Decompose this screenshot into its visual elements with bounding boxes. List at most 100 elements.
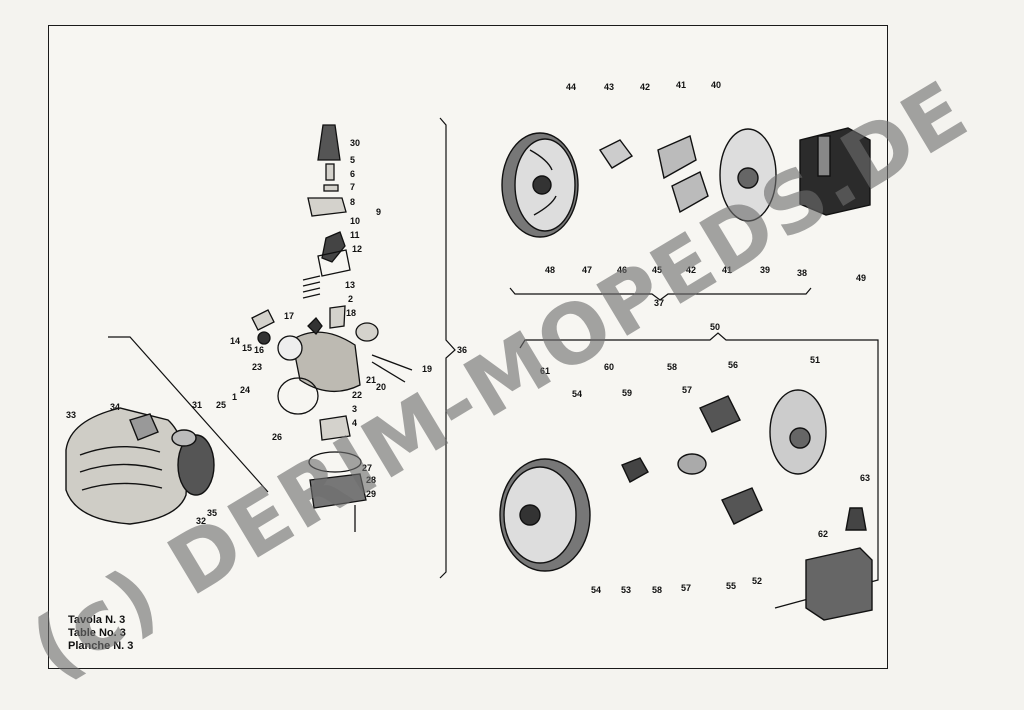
ignition-coil-lower-part xyxy=(721,487,763,525)
part-label: 14 xyxy=(230,336,240,346)
caption-line-english: Table No. 3 xyxy=(68,627,126,639)
part-label: 63 xyxy=(860,473,870,483)
part-label: 57 xyxy=(681,583,691,593)
lighting-coil-upper-part xyxy=(657,135,697,180)
part-label: 18 xyxy=(346,308,356,318)
part-label: 53 xyxy=(621,585,631,595)
air-filter-bracket-line xyxy=(108,336,269,493)
magneto-upper-bracket xyxy=(509,287,812,301)
carb-lid-part xyxy=(307,197,347,217)
part-label: 34 xyxy=(110,402,120,412)
caption-line-italian: Tavola N. 3 xyxy=(68,614,126,626)
part-label: 60 xyxy=(604,362,614,372)
stator-lower-center-part xyxy=(789,427,811,449)
part-label: 32 xyxy=(196,516,206,526)
ht-coil-part xyxy=(799,127,871,216)
part-label: 7 xyxy=(350,182,355,192)
part-label: 2 xyxy=(348,294,353,304)
carb-washer-part xyxy=(323,184,339,192)
air-filter-element-part xyxy=(177,434,215,496)
part-label: 57 xyxy=(682,385,692,395)
part-label: 13 xyxy=(345,280,355,290)
group-label-magneto-lower: 50 xyxy=(710,322,720,332)
part-label: 62 xyxy=(818,529,828,539)
breaker-points-part xyxy=(598,139,634,169)
part-label: 43 xyxy=(604,82,614,92)
part-label: 20 xyxy=(376,382,386,392)
part-label: 25 xyxy=(216,400,226,410)
part-label: 49 xyxy=(856,273,866,283)
air-filter-parts xyxy=(65,407,215,525)
carb-screw-part xyxy=(371,354,413,383)
flywheel-slots-part xyxy=(529,149,557,216)
part-label: 58 xyxy=(652,585,662,595)
flywheel-lower-hub-part xyxy=(519,504,541,526)
part-label: 11 xyxy=(350,230,360,240)
carb-flange-part xyxy=(277,335,303,361)
carb-float-part xyxy=(355,322,379,342)
part-label: 47 xyxy=(582,265,592,275)
part-label: 42 xyxy=(640,82,650,92)
part-label: 45 xyxy=(652,265,662,275)
part-label: 61 xyxy=(540,366,550,376)
carb-cap-part xyxy=(317,124,341,161)
carb-lever-part xyxy=(321,231,346,263)
part-label: 16 xyxy=(254,345,264,355)
plug-cap-part xyxy=(845,507,867,531)
part-label: 29 xyxy=(366,489,376,499)
part-label: 12 xyxy=(352,244,362,254)
part-label: 39 xyxy=(760,265,770,275)
breaker-lower-part xyxy=(621,457,649,483)
carb-hex-nut-part xyxy=(307,317,323,335)
part-label: 46 xyxy=(617,265,627,275)
carb-bowl-gasket-part xyxy=(308,451,362,473)
carburetor-parts xyxy=(251,124,413,532)
part-label: 58 xyxy=(667,362,677,372)
part-label: 55 xyxy=(726,581,736,591)
part-label: 23 xyxy=(252,362,262,372)
magneto-lower-parts xyxy=(499,389,873,621)
part-label: 5 xyxy=(350,155,355,165)
part-label: 1 xyxy=(232,392,237,402)
group-label-magneto-upper: 37 xyxy=(654,298,664,308)
part-label: 26 xyxy=(272,432,282,442)
carburetor-group-bracket xyxy=(439,117,456,579)
part-label: 48 xyxy=(545,265,555,275)
carb-bolt-part xyxy=(325,163,335,181)
carb-spring-part xyxy=(302,275,321,299)
part-label: 4 xyxy=(352,418,357,428)
part-label: 35 xyxy=(207,508,217,518)
part-label: 59 xyxy=(622,388,632,398)
part-label: 54 xyxy=(591,585,601,595)
magneto-lower-bracket xyxy=(519,332,879,609)
part-label: 51 xyxy=(810,355,820,365)
lighting-coil-lower-part xyxy=(699,395,741,433)
part-label: 8 xyxy=(350,197,355,207)
carb-bowl-part xyxy=(309,473,367,509)
part-label: 40 xyxy=(711,80,721,90)
part-label: 22 xyxy=(352,390,362,400)
part-label: 44 xyxy=(566,82,576,92)
air-filter-collar-part xyxy=(171,429,197,447)
part-label: 54 xyxy=(572,389,582,399)
part-label: 21 xyxy=(366,375,376,385)
flywheel-hub-part xyxy=(532,175,552,195)
part-label: 3 xyxy=(352,404,357,414)
part-labels: 30 5 6 7 8 9 10 11 12 13 2 18 17 14 15 1… xyxy=(66,80,870,595)
carb-nut-part xyxy=(257,331,271,345)
carb-gasket-part xyxy=(317,249,351,277)
stator-center-part xyxy=(737,167,759,189)
part-label: 52 xyxy=(752,576,762,586)
part-label: 30 xyxy=(350,138,360,148)
air-filter-ribs-part xyxy=(79,446,163,491)
air-filter-clamp-part xyxy=(129,413,159,441)
part-label: 38 xyxy=(797,268,807,278)
condenser-part xyxy=(677,453,707,475)
group-label-air-filter: 31 xyxy=(192,400,202,410)
group-label-carburetor: 36 xyxy=(457,345,467,355)
ht-coil-lug-part xyxy=(817,135,831,177)
ignition-coil-upper-part xyxy=(671,171,709,214)
part-label: 6 xyxy=(350,169,355,179)
carb-slide-part xyxy=(329,305,346,329)
